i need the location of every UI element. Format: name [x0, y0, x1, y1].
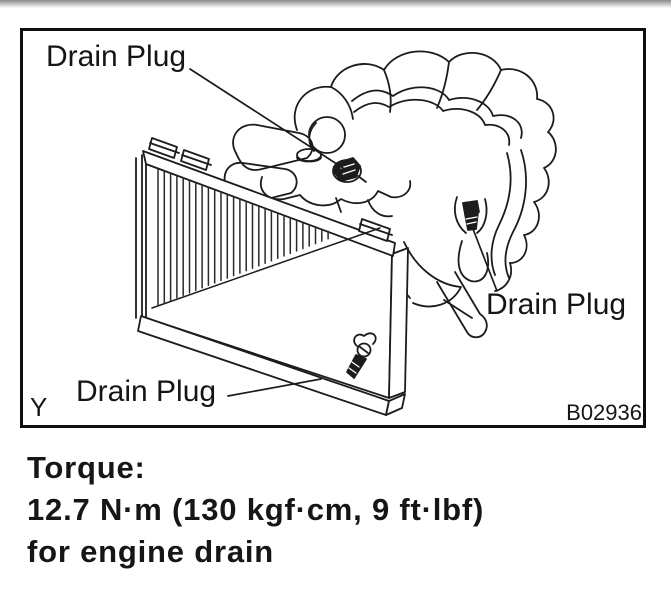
leader-right-drain-plug — [472, 228, 498, 292]
torque-applies-to: for engine drain — [27, 534, 275, 569]
torque-specification: Torque: 12.7 N·m (130 kgf·cm, 9 ft·lbf) … — [27, 447, 484, 573]
leader-top-drain-plug — [189, 68, 344, 169]
radiator-fins — [157, 168, 329, 306]
radiator-illustration — [135, 137, 409, 416]
callout-drain-plug-engine-right: Drain Plug — [486, 288, 627, 321]
callout-leader-lines — [189, 68, 498, 397]
engine-illustration — [223, 50, 557, 339]
torque-title: Torque: — [27, 450, 146, 485]
drain-plug-bolt-engine-right — [462, 200, 480, 231]
view-marker-label: Y — [30, 392, 48, 422]
torque-value: 12.7 N·m (130 kgf·cm, 9 ft·lbf) — [27, 492, 485, 527]
page-top-shadow — [0, 0, 671, 8]
callout-drain-plug-radiator: Drain Plug — [76, 375, 217, 408]
callout-drain-plug-engine-top: Drain Plug — [46, 40, 187, 73]
drain-plug-bolt-radiator — [346, 332, 377, 379]
figure-code: B02936 — [566, 400, 642, 425]
drain-plug-bolt-engine-top — [332, 157, 367, 183]
leader-bottom-drain-plug — [227, 378, 322, 397]
